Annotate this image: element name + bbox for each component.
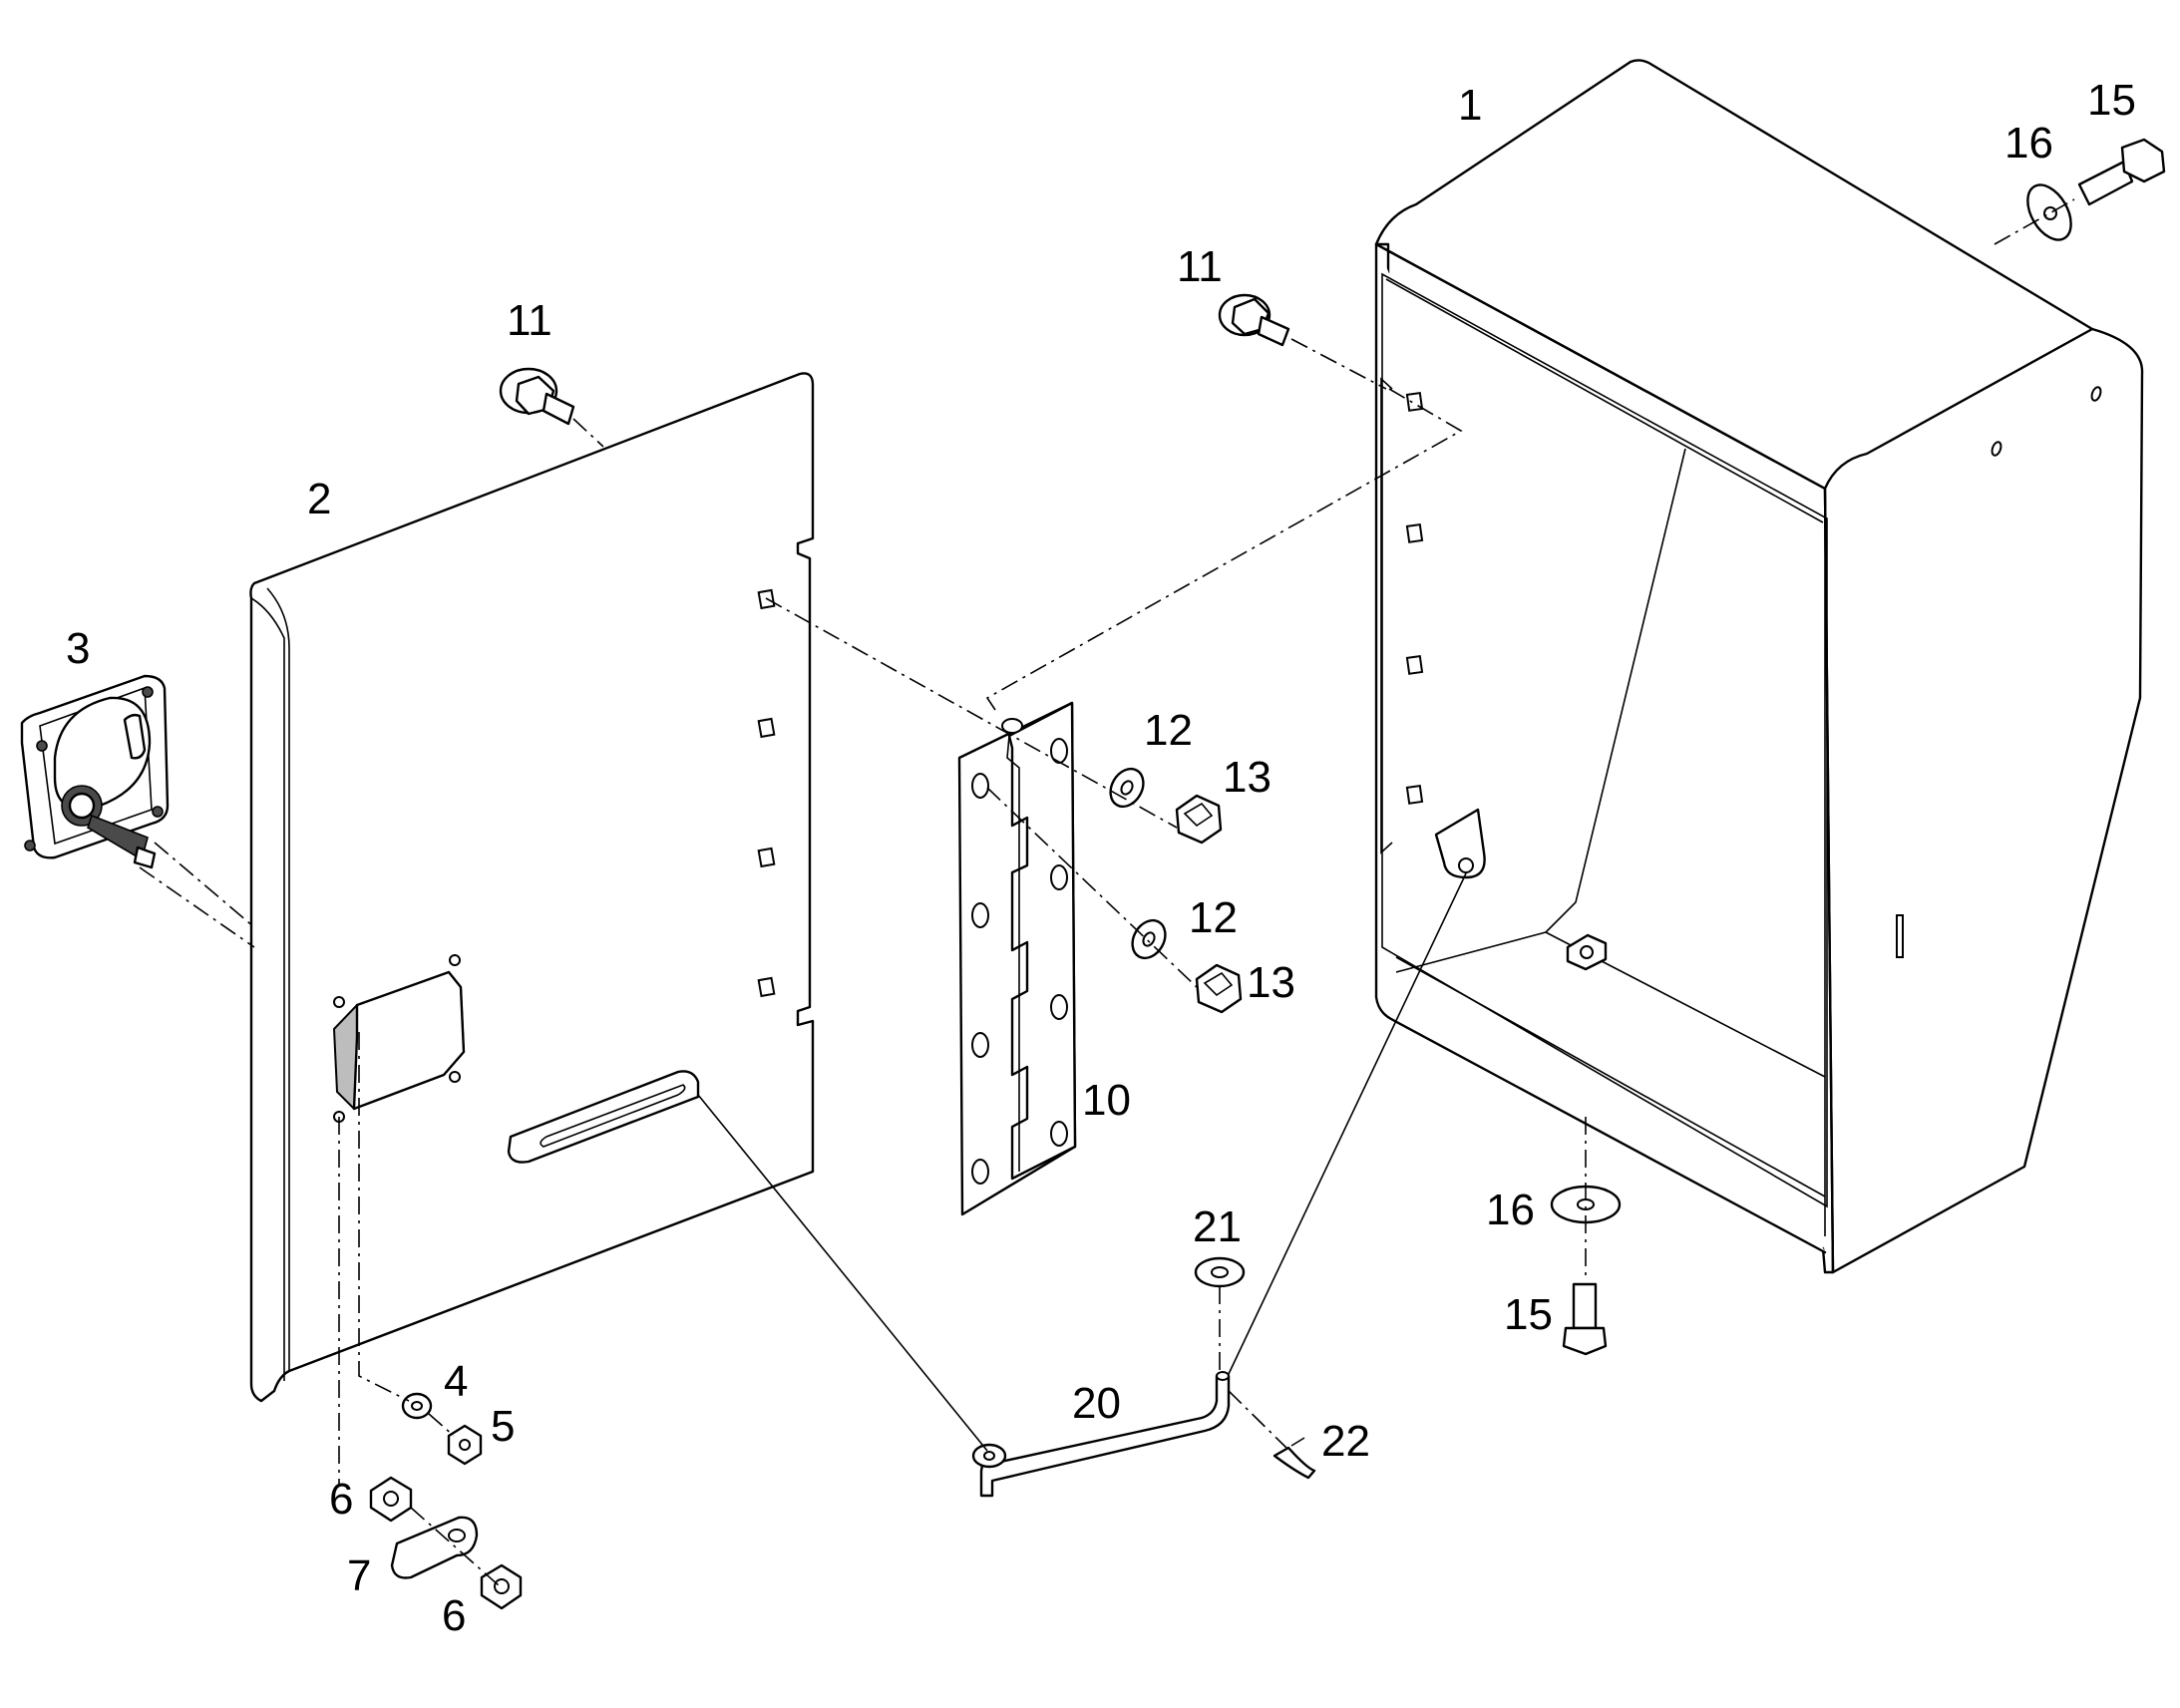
callout-3: 3	[66, 624, 90, 673]
callout-13-top: 13	[1223, 753, 1272, 802]
hinge	[957, 701, 1077, 1216]
nut-6-bottom	[480, 1563, 523, 1610]
callout-1: 1	[1458, 81, 1482, 130]
callout-12-top: 12	[1144, 706, 1193, 755]
callout-11-left: 11	[507, 296, 552, 345]
nut-13-top	[1175, 794, 1223, 845]
callout-16-bottom: 16	[1486, 1186, 1535, 1234]
callout-labels: 1 2 3 4 5 6 6 7 10 11 11 12 12 13 13 15 …	[66, 76, 2136, 1640]
cotter-pin-22	[1272, 1437, 1316, 1480]
callout-22: 22	[1321, 1417, 1370, 1466]
callout-10: 10	[1082, 1076, 1131, 1125]
nut-5	[447, 1424, 483, 1466]
callout-2: 2	[307, 475, 331, 523]
callout-12-bottom: 12	[1189, 893, 1238, 942]
enclosure-box	[1374, 59, 2144, 1274]
callout-21: 21	[1193, 1202, 1242, 1251]
washer-16-top	[2026, 183, 2072, 241]
callout-11-right: 11	[1177, 242, 1223, 291]
washer-12-top	[1109, 767, 1145, 809]
washer-21	[1194, 1256, 1246, 1288]
callout-15-top: 15	[2087, 76, 2136, 125]
nut-13-bottom	[1195, 963, 1243, 1014]
bolt-15-bottom	[1562, 1282, 1608, 1356]
callout-15-bottom: 15	[1504, 1290, 1553, 1339]
washer-4	[401, 1392, 433, 1420]
door-panel	[249, 372, 815, 1403]
carriage-bolt-11-left	[499, 367, 575, 426]
support-rod-20	[971, 1371, 1231, 1498]
callout-4: 4	[444, 1357, 468, 1406]
callout-6-top: 6	[329, 1475, 353, 1524]
bolt-15-top	[2077, 138, 2166, 206]
latch-7	[390, 1516, 479, 1579]
callout-13-bottom: 13	[1247, 958, 1295, 1007]
callout-7: 7	[347, 1551, 371, 1600]
assembly-centerlines	[139, 198, 2075, 1586]
nut-6-top	[369, 1476, 413, 1523]
callout-5: 5	[491, 1402, 515, 1451]
lock-assembly	[20, 674, 170, 869]
callout-16-top: 16	[2004, 119, 2053, 168]
callout-6-bottom: 6	[442, 1591, 466, 1640]
callout-20: 20	[1072, 1379, 1121, 1428]
carriage-bolt-11-right	[1218, 293, 1290, 347]
